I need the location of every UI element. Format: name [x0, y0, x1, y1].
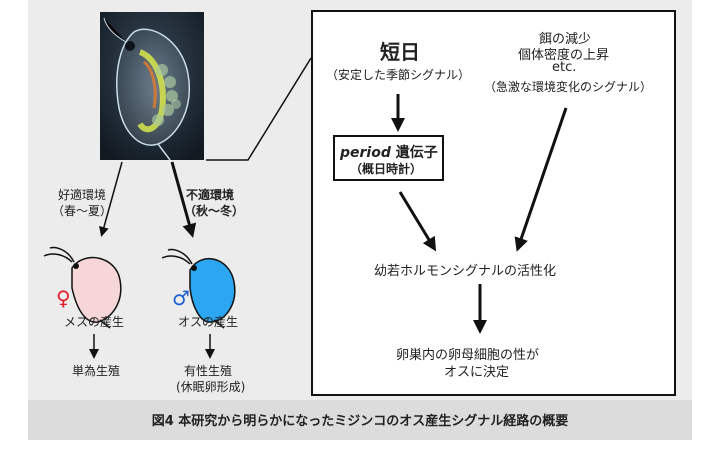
- caption-bar: [28, 400, 692, 440]
- good-env-season: （春〜夏）: [52, 204, 113, 218]
- bad-env-label: 不適環境: [186, 188, 235, 202]
- oocyte-sex-label: 卵巣内の卵母細胞の性が: [396, 348, 540, 363]
- density-increase-label: 個体密度の上昇: [518, 48, 610, 63]
- arrow-bad-env: [170, 161, 197, 238]
- male-production-label: オスの産生: [178, 315, 239, 329]
- arrow-good-env: [99, 161, 123, 237]
- sexual-reproduction-label: 有性生殖: [184, 364, 233, 378]
- signal-pathway-panel: [311, 10, 676, 396]
- food-decrease-label: 餌の減少: [539, 32, 592, 47]
- female-symbol: ♀: [56, 286, 71, 310]
- good-env-label: 好適環境: [58, 188, 107, 202]
- period-gene-suffix: 遺伝子: [390, 145, 438, 161]
- sudden-change-label: （急激な環境変化のシグナル）: [484, 80, 653, 94]
- juvenile-hormone-label: 幼若ホルモンシグナルの活性化: [374, 264, 557, 279]
- etc-label: etc.: [552, 60, 577, 75]
- figure-caption: 図4 本研究から明らかになったミジンコのオス産生シグナル経路の概要: [151, 414, 569, 429]
- parthenogenesis-label: 単為生殖: [72, 364, 121, 378]
- arrow-period: [398, 191, 437, 252]
- callout-line: [206, 57, 312, 161]
- male-daphnia-icon: [161, 248, 236, 329]
- resting-egg-label: (休眠卵形成): [176, 380, 246, 394]
- female-production-label: メスの産生: [64, 315, 125, 329]
- period-gene-name: period: [340, 145, 391, 161]
- period-gene-box: [333, 135, 444, 181]
- daphnia-photo: [100, 12, 204, 160]
- bad-env-season: （秋〜冬）: [184, 204, 245, 218]
- arrow-other-signal: [514, 107, 568, 252]
- male-determined-label: オスに決定: [444, 365, 510, 380]
- short-day-title: 短日: [380, 40, 420, 64]
- male-symbol: ♂: [172, 286, 190, 310]
- circadian-clock-label: （概日時計）: [350, 162, 423, 176]
- short-day-subtitle: （安定した季節シグナル）: [326, 68, 471, 82]
- female-daphnia-icon: [43, 246, 122, 329]
- period-gene-label: period 遺伝子: [340, 142, 438, 162]
- daphnia-photo-image: [100, 12, 204, 160]
